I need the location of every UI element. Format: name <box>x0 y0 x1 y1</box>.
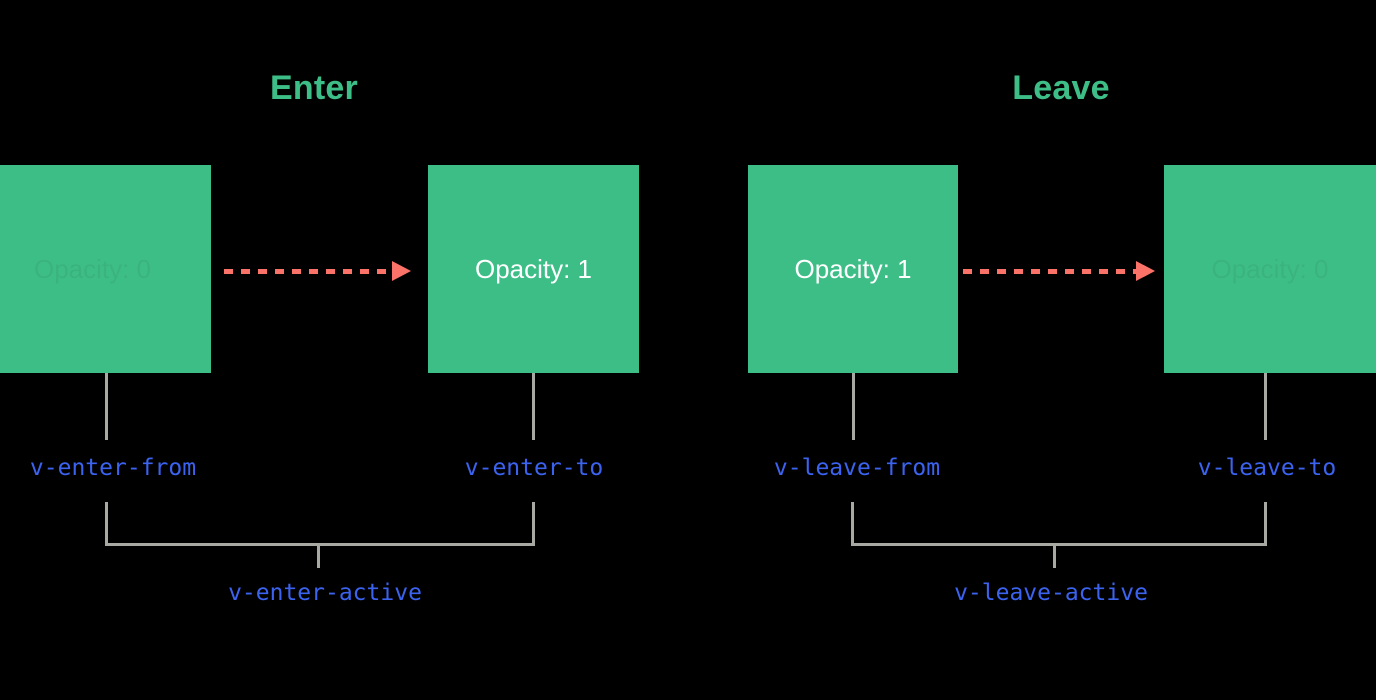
leave-transition-arrow <box>963 261 1155 281</box>
enter-arrow-head <box>392 261 411 281</box>
label-v-enter-to: v-enter-to <box>464 455 604 481</box>
leave-active-bracket-stem <box>1053 546 1056 568</box>
label-v-enter-from: v-enter-from <box>29 455 197 481</box>
enter-active-bracket-stem <box>317 546 320 568</box>
label-v-leave-active: v-leave-active <box>954 580 1148 606</box>
leave-from-connector-stem <box>852 373 855 440</box>
leave-to-connector-stem <box>1264 373 1267 440</box>
enter-from-box-opacity-text: Opacity: 0 <box>33 254 152 284</box>
leave-to-box-opacity-text: Opacity: 0 <box>1211 254 1329 284</box>
leave-section-heading: Leave <box>1012 69 1110 107</box>
enter-transition-arrow <box>224 261 411 281</box>
enter-from-connector-stem <box>105 373 108 440</box>
leave-to-box: Opacity: 0 <box>1164 165 1376 373</box>
enter-to-box-opacity-text: Opacity: 1 <box>474 254 593 284</box>
enter-active-bracket <box>105 502 535 546</box>
leave-from-box-opacity-text: Opacity: 1 <box>794 254 912 284</box>
leave-from-box: Opacity: 1 <box>748 165 958 373</box>
leave-arrow-shaft <box>963 269 1136 274</box>
enter-arrow-shaft <box>224 269 392 274</box>
leave-arrow-head <box>1136 261 1155 281</box>
leave-active-bracket <box>851 502 1267 546</box>
label-v-leave-from: v-leave-from <box>773 455 941 481</box>
label-v-enter-active: v-enter-active <box>228 580 422 606</box>
label-v-leave-to: v-leave-to <box>1197 455 1337 481</box>
enter-from-box: Opacity: 0 <box>0 165 211 373</box>
enter-section-heading: Enter <box>270 69 358 107</box>
enter-to-connector-stem <box>532 373 535 440</box>
enter-to-box: Opacity: 1 <box>428 165 639 373</box>
